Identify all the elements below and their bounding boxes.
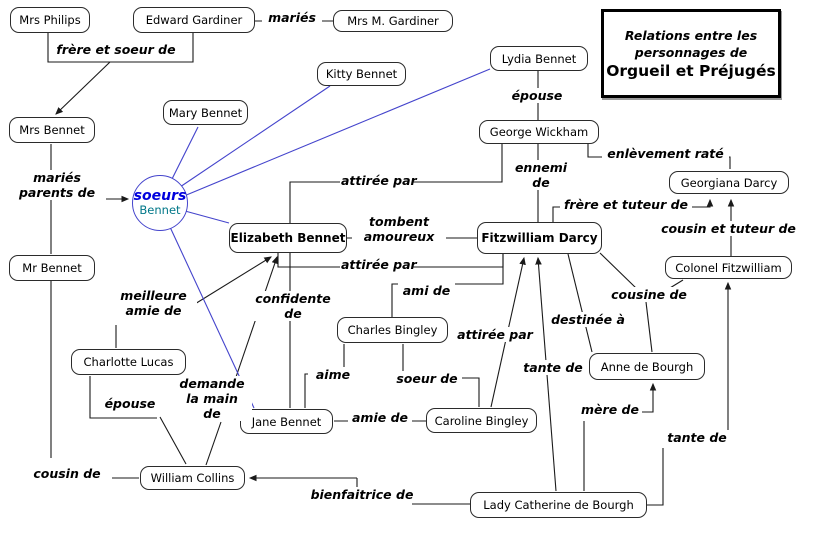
edge-label-line: amie de	[125, 303, 182, 318]
node-georgiana-darcy: Georgiana Darcy	[669, 171, 789, 194]
edge-label-line: destinée à	[551, 312, 625, 327]
edge-label-cousin-et-tuteur-de: cousin et tuteur de	[660, 221, 797, 236]
node-mr-bennet: Mr Bennet	[9, 255, 95, 281]
edge-label-line: amoureux	[363, 229, 435, 244]
edge-label-line: cousin de	[33, 466, 101, 481]
edge-label-soeur-de: soeur de	[392, 371, 462, 386]
edge-label-line: de	[203, 406, 221, 421]
edge-label-line: mariés	[268, 10, 316, 25]
node-elizabeth-bennet: Elizabeth Bennet	[229, 223, 347, 253]
edge-label-line: mariés	[33, 170, 81, 185]
node-colonel-fitzwilliam: Colonel Fitzwilliam	[665, 256, 792, 279]
diagram-title: Relations entre les personnages de Orgue…	[601, 9, 781, 98]
node-jane-bennet: Jane Bennet	[240, 409, 333, 434]
edge-label-line: la main	[186, 391, 238, 406]
node-fitzwilliam-darcy: Fitzwilliam Darcy	[477, 222, 602, 254]
edge-label-attiree-par-caroline: attirée par	[455, 327, 535, 342]
node-lydia-bennet: Lydia Bennet	[490, 46, 588, 71]
edge-label-line: épouse	[511, 88, 563, 103]
edge-label-line: aime	[315, 367, 351, 382]
edge-label-line: de	[284, 306, 302, 321]
sisters-circle-label: soeurs	[133, 188, 187, 204]
edge-label-line: meilleure	[120, 288, 187, 303]
node-william-collins: William Collins	[140, 466, 245, 490]
edge-label-line: frère et tuteur de	[563, 197, 689, 212]
edge-label-line: soeur de	[396, 371, 458, 386]
edge-label-line: attirée par	[341, 257, 417, 272]
node-kitty-bennet: Kitty Bennet	[317, 62, 406, 86]
edge-label-line: bienfaitrice de	[310, 487, 414, 502]
edge-label-line: tante de	[523, 360, 583, 375]
title-line-2: personnages de	[634, 44, 748, 60]
edge-label-line: ami de	[402, 283, 451, 298]
edge-label-amie-de: amie de	[348, 410, 412, 425]
node-caroline-bingley: Caroline Bingley	[426, 408, 537, 433]
edge-label-line: confidente	[255, 291, 331, 306]
edge-label-epouse-collins: épouse	[98, 396, 162, 411]
node-mrs-bennet: Mrs Bennet	[9, 117, 95, 143]
edge-label-frere-et-tuteur-de: frère et tuteur de	[560, 197, 692, 212]
node-charlotte-lucas: Charlotte Lucas	[71, 349, 186, 375]
edge-label-attiree-par-darcy: attirée par	[340, 257, 417, 272]
node-edward-gardiner: Edward Gardiner	[133, 7, 255, 33]
edge-label-line: de	[532, 175, 550, 190]
edge-label-aime: aime	[308, 367, 358, 382]
edge-label-mere-de: mère de	[578, 402, 642, 417]
node-lady-catherine-de-bourgh: Lady Catherine de Bourgh	[470, 492, 647, 518]
edge-label-cousin-de: cousin de	[22, 466, 112, 481]
edge-label-line: frère et soeur de	[56, 42, 176, 57]
title-line-3: Orgueil et Préjugés	[606, 61, 776, 80]
edge-label-frere-et-soeur-de: frère et soeur de	[50, 42, 182, 57]
edge-label-line: demande	[179, 376, 245, 391]
edge-label-tante-de-colonel: tante de	[662, 430, 732, 445]
edge-label-line: mère de	[581, 402, 639, 417]
edge-label-line: parents de	[18, 185, 96, 200]
edge-label-line: ennemi	[514, 160, 568, 175]
node-mary-bennet: Mary Bennet	[163, 100, 248, 125]
edge-label-line: cousine de	[611, 287, 687, 302]
node-mrs-m-gardiner: Mrs M. Gardiner	[333, 10, 453, 32]
sisters-circle-sublabel: Bennet	[139, 203, 181, 217]
edge-label-line: enlèvement raté	[607, 146, 724, 161]
edge-label-enlevement-rate: enlèvement raté	[602, 146, 729, 161]
sisters-bennet-circle: soeurs Bennet	[132, 175, 188, 231]
edge-label-line: amie de	[352, 410, 408, 425]
edge-label-destinee-a: destinée à	[548, 312, 628, 327]
edge-label-maries-gardiner: mariés	[262, 10, 322, 25]
edge-label-ami-de: ami de	[398, 283, 455, 298]
edge-label-line: attirée par	[457, 327, 533, 342]
node-charles-bingley: Charles Bingley	[337, 317, 448, 343]
edge-label-line: tombent	[369, 214, 429, 229]
edge-label-line: cousin et tuteur de	[661, 221, 796, 236]
node-anne-de-bourgh: Anne de Bourgh	[589, 353, 705, 380]
edge-label-line: tante de	[667, 430, 727, 445]
title-line-1: Relations entre les	[624, 27, 758, 43]
edge-label-attiree-par-wickham: attirée par	[340, 173, 417, 188]
edge-label-line: attirée par	[341, 173, 417, 188]
edge-label-cousine-de: cousine de	[608, 287, 690, 302]
edge-label-bienfaitrice-de: bienfaitrice de	[305, 487, 419, 502]
edge-label-tante-de-darcy: tante de	[518, 360, 588, 375]
node-george-wickham: George Wickham	[479, 120, 599, 144]
edge-label-line: épouse	[104, 396, 156, 411]
node-mrs-philips: Mrs Philips	[10, 7, 90, 33]
edge-label-epouse-wickham: épouse	[505, 88, 569, 103]
